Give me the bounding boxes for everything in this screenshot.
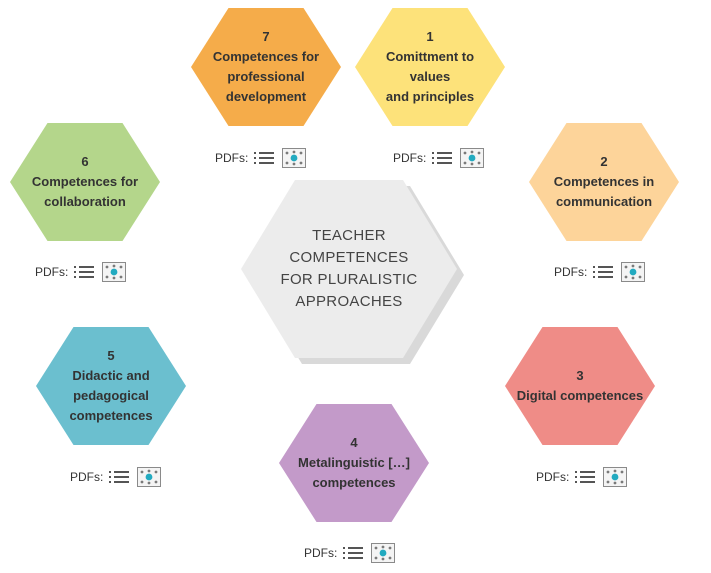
list-icon[interactable] — [74, 265, 95, 279]
list-icon[interactable] — [254, 151, 275, 165]
mindmap-icon[interactable] — [460, 148, 485, 168]
competence-label-line: Competences for — [31, 174, 139, 189]
pdfs-label: PDFs: — [393, 151, 427, 165]
mindmap-icon[interactable] — [137, 467, 162, 487]
competence-hexagon-7[interactable]: 7 Competences for professional developme… — [191, 8, 341, 126]
competence-number: 2 — [600, 154, 608, 169]
mindmap-icon-glyph — [606, 469, 624, 485]
pdfs-label: PDFs: — [554, 265, 588, 279]
mindmap-icon[interactable] — [621, 262, 646, 282]
center-title-line: APPROACHES — [295, 293, 403, 310]
center-title: TEACHER COMPETENCES FOR PLURALISTIC APPR… — [274, 225, 424, 313]
competence-label-line: development — [225, 89, 307, 104]
competence-label-line: communication — [555, 194, 653, 209]
competence-number: 1 — [426, 29, 434, 44]
mindmap-icon[interactable] — [603, 467, 628, 487]
competence-hexagon-6[interactable]: 6 Competences for collaboration — [10, 123, 160, 241]
mindmap-icon-glyph — [624, 264, 642, 280]
competence-hexagon-5[interactable]: 5 Didactic and pedagogical competences — [36, 327, 186, 445]
pdfs-row-3: PDFs: — [536, 466, 628, 488]
competence-label-line: pedagogical — [73, 388, 149, 403]
pdfs-row-2: PDFs: — [554, 261, 646, 283]
list-icon[interactable] — [109, 470, 130, 484]
mindmap-icon-glyph — [463, 150, 481, 166]
competence-label-line: Metalinguistic […] — [298, 455, 410, 470]
mindmap-icon-glyph — [374, 545, 392, 561]
pdfs-row-1: PDFs: — [393, 147, 485, 169]
mindmap-icon[interactable] — [102, 262, 127, 282]
competence-number: 5 — [107, 348, 115, 363]
competence-hexagon-2[interactable]: 2 Competences in communication — [529, 123, 679, 241]
mindmap-icon-glyph — [140, 469, 158, 485]
list-icon[interactable] — [343, 546, 364, 560]
list-icon[interactable] — [593, 265, 614, 279]
competence-hexagon-3[interactable]: 3 Digital competences — [505, 327, 655, 445]
pdfs-label: PDFs: — [35, 265, 69, 279]
mindmap-icon-glyph — [105, 264, 123, 280]
competence-number: 6 — [81, 154, 89, 169]
center-title-line: COMPETENCES — [289, 249, 409, 266]
pdfs-label: PDFs: — [215, 151, 249, 165]
competence-label-line: professional — [227, 69, 305, 84]
pdfs-row-6: PDFs: — [35, 261, 127, 283]
list-icon[interactable] — [432, 151, 453, 165]
pdfs-row-5: PDFs: — [70, 466, 162, 488]
competence-number: 3 — [576, 368, 584, 383]
center-title-line: FOR PLURALISTIC — [280, 271, 418, 288]
competence-hexagon-1[interactable]: 1 Comittment to values and principles — [355, 8, 505, 126]
mindmap-icon[interactable] — [282, 148, 307, 168]
mindmap-icon-glyph — [285, 150, 303, 166]
competence-number: 4 — [350, 435, 358, 450]
pdfs-label: PDFs: — [70, 470, 104, 484]
mindmap-icon[interactable] — [371, 543, 396, 563]
competence-hexagon-4[interactable]: 4 Metalinguistic […] competences — [279, 404, 429, 522]
competence-label-line: Digital competences — [516, 388, 644, 403]
competence-label-line: and principles — [385, 89, 475, 104]
list-icon[interactable] — [575, 470, 596, 484]
center-title-line: TEACHER — [312, 227, 386, 244]
competence-label-line: Comittment to values — [385, 49, 475, 84]
pdfs-label: PDFs: — [304, 546, 338, 560]
pdfs-row-7: PDFs: — [215, 147, 307, 169]
competence-label-line: collaboration — [44, 194, 126, 209]
competence-number: 7 — [262, 29, 270, 44]
competence-label-line: Didactic and — [72, 368, 150, 383]
pdfs-label: PDFs: — [536, 470, 570, 484]
competence-label-line: competences — [69, 408, 153, 423]
competence-label-line: Competences for — [212, 49, 320, 64]
competence-label-line: Competences in — [553, 174, 655, 189]
pdfs-row-4: PDFs: — [304, 542, 396, 564]
competence-label-line: competences — [312, 475, 396, 490]
